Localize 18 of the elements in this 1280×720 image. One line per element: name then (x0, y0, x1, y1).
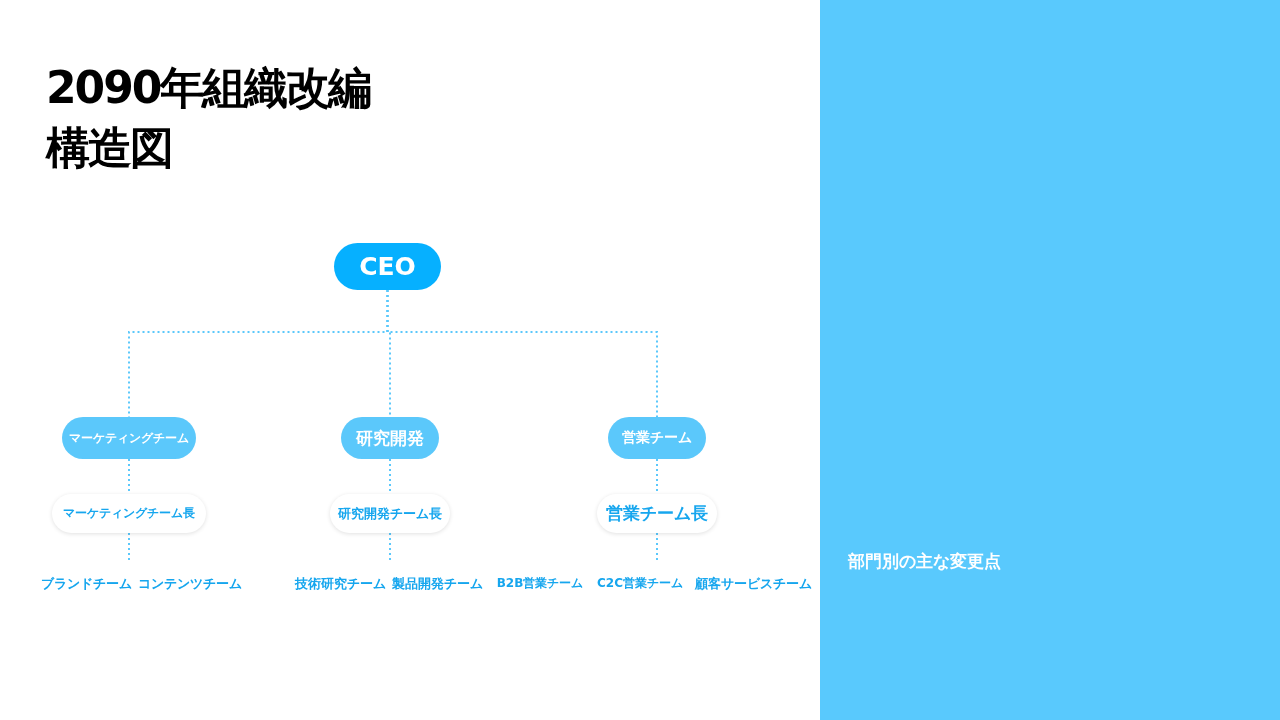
department-box: 営業チーム (608, 417, 706, 459)
title: 2090年組織改編構造図 (46, 61, 372, 175)
team-leader-box: 営業チーム長 (597, 494, 717, 533)
team-label: C2C営業チーム (597, 575, 683, 592)
team-leader-box: 研究開発チーム長 (330, 494, 450, 533)
panel-heading: 部門別の主な変更点 (848, 550, 1001, 573)
team-leader-box: マーケティングチーム長 (52, 494, 206, 533)
team-label: コンテンツチーム (138, 575, 242, 593)
side-panel (820, 0, 1280, 720)
team-label: 技術研究チーム (294, 575, 386, 593)
team-label: B2B営業チーム (496, 575, 584, 592)
connector-line (386, 289, 658, 418)
team-label: 顧客サービスチーム (694, 575, 812, 593)
team-label: ブランドチーム (40, 575, 132, 593)
department-box: 研究開発 (341, 417, 439, 459)
ceo-box: CEO (334, 243, 441, 290)
department-box: マーケティングチーム (62, 417, 196, 459)
team-label: 製品開発チーム (391, 575, 483, 593)
